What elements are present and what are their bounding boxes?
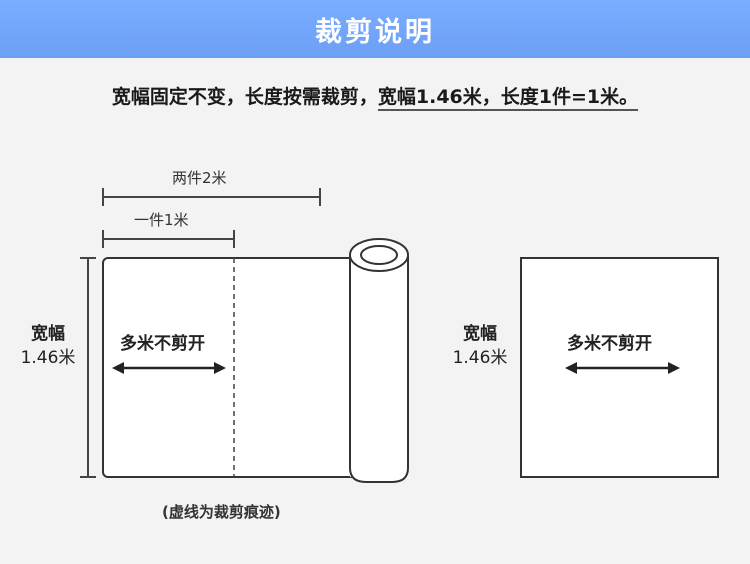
description-part2: 宽幅1.46米，长度1件=1米。 xyxy=(377,86,639,111)
dimension-two-pieces xyxy=(102,188,321,206)
dimension-width-left xyxy=(80,257,96,478)
width-title-right: 宽幅 xyxy=(463,324,497,344)
width-label-right: 宽幅 1.46米 xyxy=(440,322,520,370)
header-banner: 裁剪说明 xyxy=(0,0,750,58)
description-part1: 宽幅固定不变，长度按需裁剪， xyxy=(111,86,378,108)
roll-cylinder xyxy=(349,238,409,483)
label-one-piece: 一件1米 xyxy=(134,211,189,229)
dimension-one-piece xyxy=(102,230,235,248)
no-cut-text-left: 多米不剪开 xyxy=(120,334,205,354)
description-line: 宽幅固定不变，长度按需裁剪，宽幅1.46米，长度1件=1米。 xyxy=(0,82,750,111)
label-two-pieces: 两件2米 xyxy=(172,169,227,187)
width-title-left: 宽幅 xyxy=(31,324,65,344)
width-value-right: 1.46米 xyxy=(452,348,508,368)
double-arrow-left xyxy=(112,362,226,374)
width-label-left: 宽幅 1.46米 xyxy=(12,322,84,370)
double-arrow-right xyxy=(565,362,680,374)
page-title: 裁剪说明 xyxy=(315,16,435,48)
no-cut-text-right: 多米不剪开 xyxy=(567,334,652,354)
dashed-line-note: (虚线为裁剪痕迹) xyxy=(162,503,281,521)
width-value-left: 1.46米 xyxy=(20,348,76,368)
